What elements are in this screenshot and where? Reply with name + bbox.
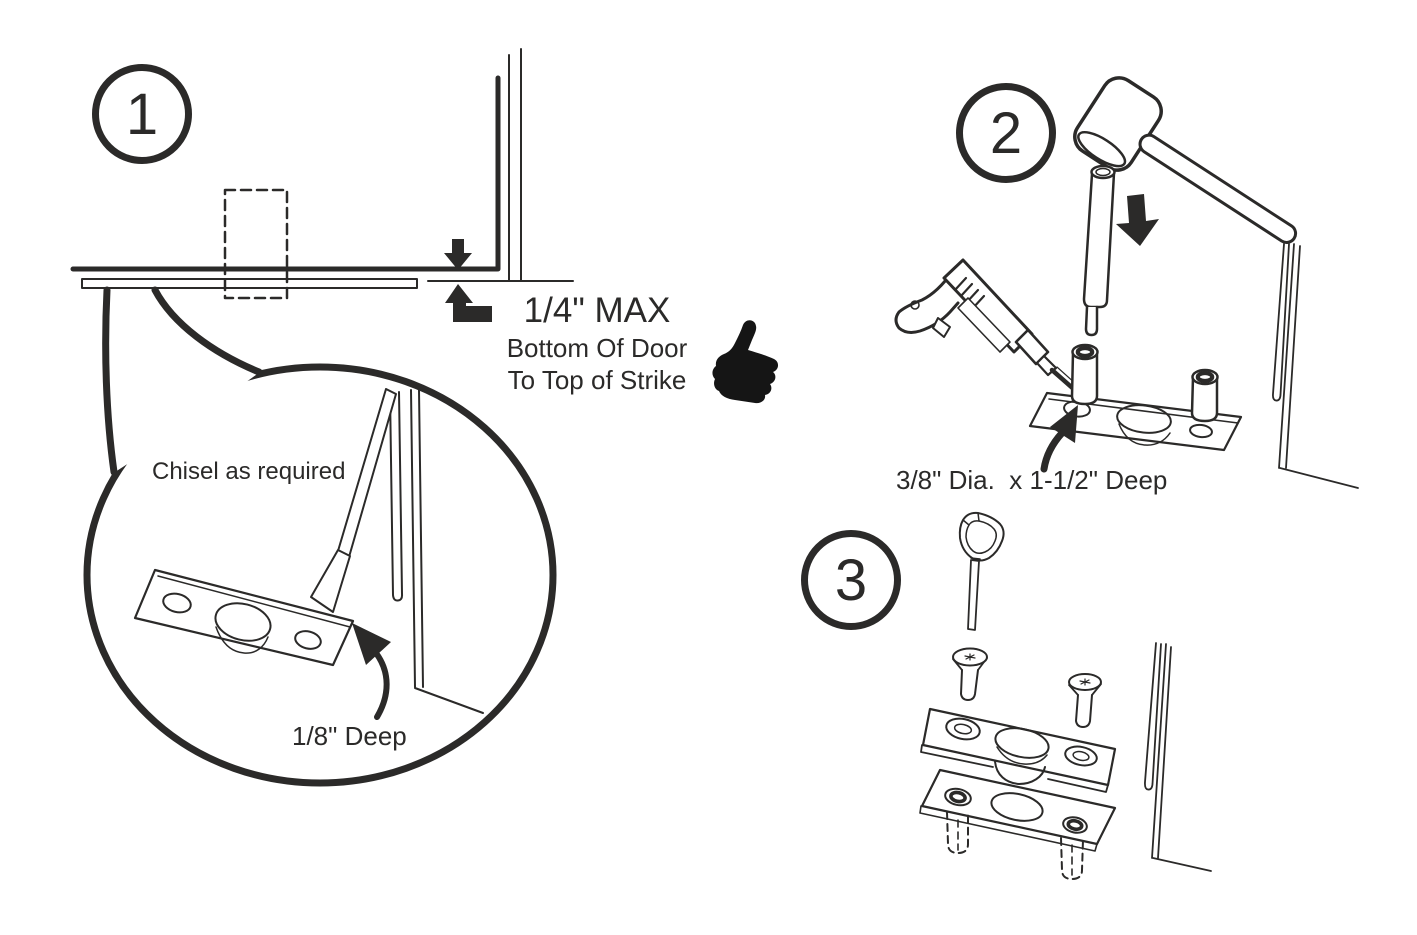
step-1-number-text: 1	[125, 81, 159, 147]
mallet-illustration	[1073, 76, 1298, 244]
chisel-note: Chisel as required	[152, 458, 346, 485]
mortise-depth-note: 1/8" Deep	[292, 721, 407, 751]
gap-measurement-annotation: 1/4" MAX Bottom Of Door To Top of Strike	[476, 291, 718, 395]
drive-down-arrow-icon	[1116, 194, 1159, 246]
strike-plate-lower	[919, 768, 1117, 880]
thumbs-up-icon	[712, 320, 779, 404]
gap-measurement-line2: To Top of Strike	[507, 365, 687, 395]
depth-arrow-icon	[352, 623, 391, 720]
gap-measurement-line1: Bottom Of Door	[506, 333, 688, 363]
mortise-dashed-outline	[223, 188, 289, 300]
torx-key-illustration	[958, 511, 1005, 631]
gap-measurement-value: 1/4" MAX	[523, 291, 671, 330]
frame-edge-in-bubble	[389, 389, 484, 714]
step-1-number: 1	[92, 64, 192, 164]
drill-hole-spec-note: 3/8" Dia. x 1-1/2" Deep	[896, 465, 1168, 495]
door-bottom-diagram	[70, 48, 574, 322]
strike-plate-with-anchor-posts	[1028, 343, 1243, 452]
detail-bubble	[83, 286, 557, 787]
dashed-anchor-left	[946, 811, 969, 854]
step-2-number-text: 2	[989, 100, 1023, 166]
punch-tool-illustration	[1082, 164, 1116, 337]
screw-right	[1068, 673, 1102, 728]
dashed-anchor-right	[1060, 837, 1084, 880]
chisel-illustration	[310, 388, 397, 613]
step-2-number: 2	[956, 83, 1056, 183]
gap-up-arrow-icon	[445, 284, 492, 322]
strike-plate-side-view	[81, 278, 418, 289]
step-3-number-text: 3	[834, 547, 868, 613]
hole-arrow-icon	[1040, 405, 1078, 473]
drill-illustration	[894, 258, 1088, 402]
screw-left	[952, 647, 988, 701]
gap-down-arrow-icon	[444, 239, 472, 270]
frame-edge-step3	[1144, 642, 1212, 872]
strike-plate-upper	[920, 707, 1117, 793]
step-3-number: 3	[801, 530, 901, 630]
frame-edge-step2	[1272, 243, 1359, 489]
strike-plate-in-bubble	[133, 568, 355, 667]
